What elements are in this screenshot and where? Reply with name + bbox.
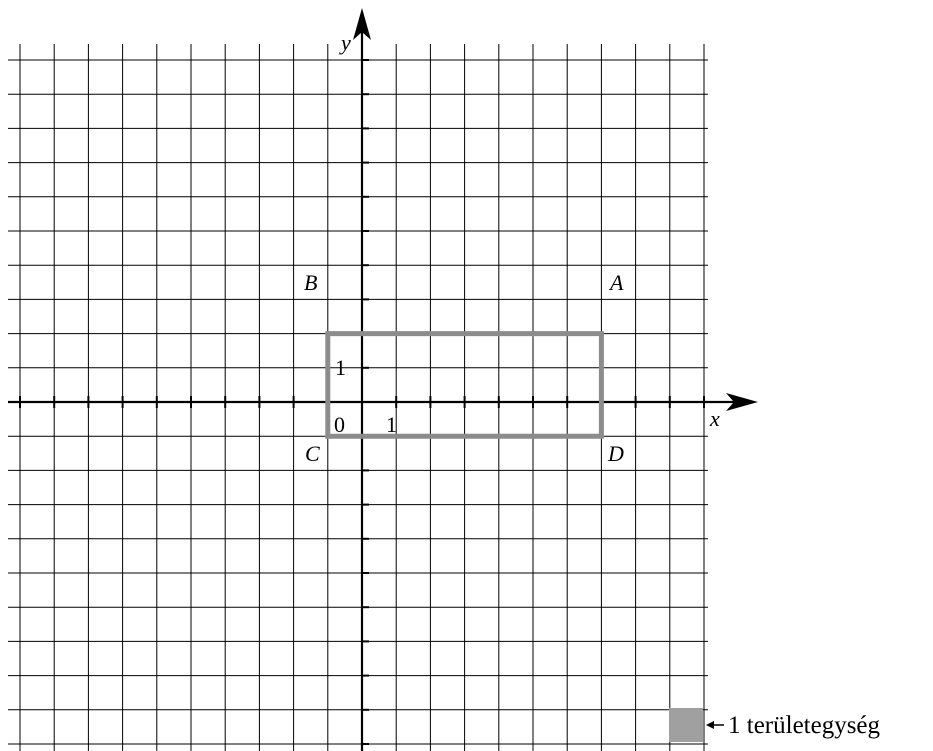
y-axis-label: y [339, 30, 351, 55]
vertex-label-a: A [608, 270, 624, 295]
rectangle-outline [325, 331, 604, 439]
origin-label: 0 [334, 412, 345, 437]
unit-area-label: 1 területegység [728, 712, 881, 739]
arrow-left-icon [706, 721, 724, 729]
rectangle-abcd [325, 331, 604, 439]
vertex-label-b: B [304, 270, 317, 295]
y-axis-arrow-icon [353, 8, 371, 40]
labels: x y 0 1 1 A B C D [304, 30, 720, 466]
y-unit-label: 1 [335, 355, 346, 380]
axes [8, 8, 758, 751]
vertex-label-c: C [305, 441, 320, 466]
x-unit-label: 1 [386, 412, 397, 437]
x-axis-arrow-icon [726, 393, 758, 411]
unit-area-swatch [669, 708, 703, 742]
legend: 1 területegység [669, 708, 881, 742]
x-axis-label: x [709, 406, 720, 431]
vertex-label-d: D [607, 441, 624, 466]
